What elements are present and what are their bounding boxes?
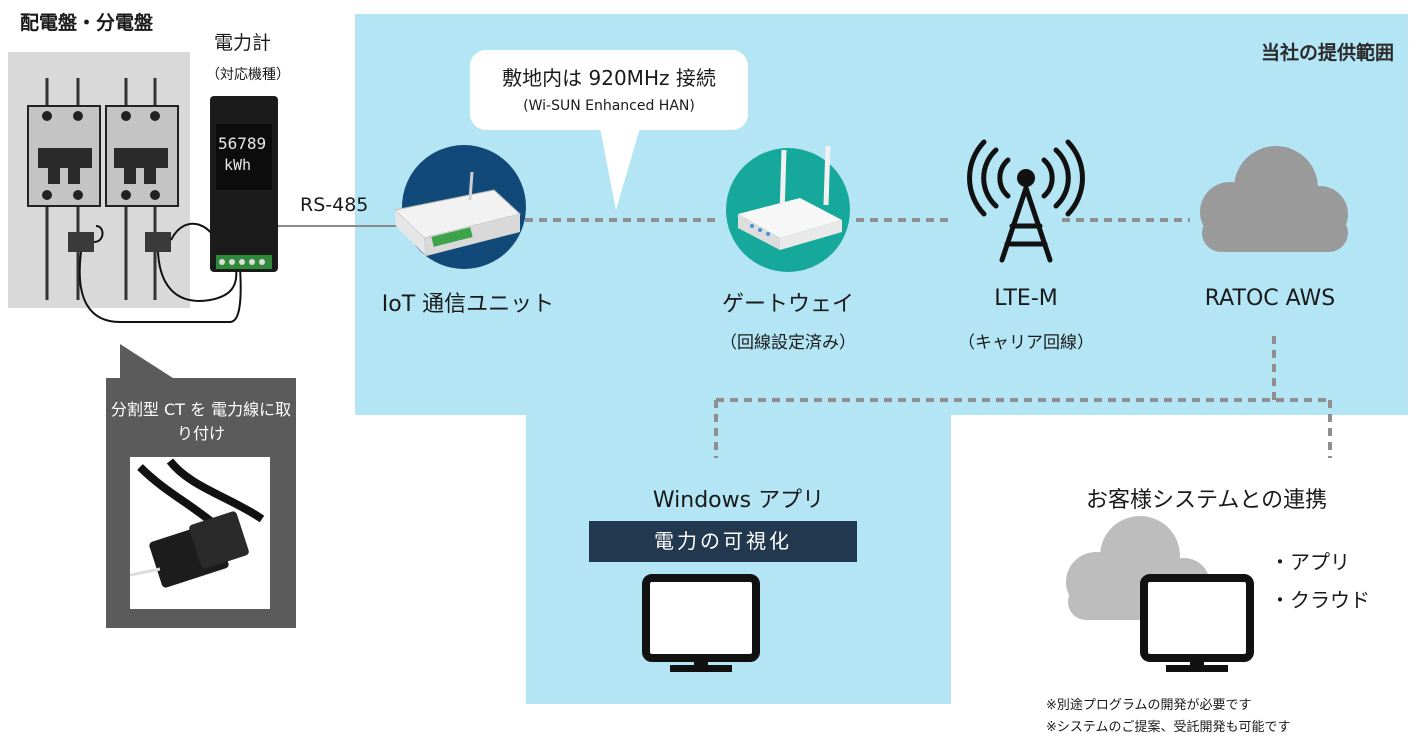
- ct-sensor-photo: [129, 457, 270, 609]
- wisun-bubble-line2: (Wi-SUN Enhanced HAN): [523, 98, 695, 114]
- customer-system-title: お客様システムとの連携: [1086, 488, 1328, 513]
- power-meter-device: [210, 96, 278, 272]
- rs485-label: RS-485: [300, 194, 369, 216]
- gateway-label: ゲートウェイ: [721, 292, 854, 317]
- note-program-development: ※別途プログラムの開発が必要です: [1046, 698, 1252, 713]
- iot-unit-icon: [393, 145, 526, 269]
- monitor-icon-customer: [1140, 574, 1254, 672]
- meter-title: 電力計: [214, 32, 272, 54]
- aws-label: RATOC AWS: [1204, 286, 1336, 311]
- meter-display-unit: kWh: [224, 156, 252, 174]
- gateway-icon: [726, 145, 850, 272]
- ct-callout-text: 分割型 CT を 電力線に取り付け: [110, 400, 292, 443]
- lte-label: LTE-M: [994, 286, 1058, 311]
- panel-title: 配電盤・分電盤: [20, 12, 154, 34]
- wisun-bubble-line1: 敷地内は 920MHz 接続: [502, 66, 716, 90]
- customer-item-cloud: ・クラウド: [1270, 588, 1370, 612]
- meter-subtitle: （対応機種）: [206, 67, 290, 83]
- gateway-sublabel: （回線設定済み）: [720, 333, 856, 353]
- cloud-icon: [1200, 146, 1348, 252]
- meter-display-value: 56789: [218, 134, 267, 153]
- service-scope-title: 当社の提供範囲: [1260, 42, 1394, 64]
- note-custom-development: ※システムのご提案、受託開発も可能です: [1046, 720, 1291, 735]
- monitor-icon-windows: [642, 574, 760, 672]
- lte-tower-icon: [967, 139, 1085, 263]
- lte-sublabel: （キャリア回線）: [958, 333, 1094, 353]
- dashed-links: [525, 218, 1332, 458]
- customer-item-app: ・アプリ: [1270, 550, 1350, 574]
- wisun-bubble: [470, 50, 748, 130]
- visualization-banner: 電力の可視化: [589, 521, 857, 562]
- breaker-illustration: [27, 78, 242, 323]
- ct-sensor-illustration: [129, 458, 265, 588]
- iot-unit-label: IoT 通信ユニット: [381, 292, 555, 317]
- windows-app-title: Windows アプリ: [652, 488, 825, 513]
